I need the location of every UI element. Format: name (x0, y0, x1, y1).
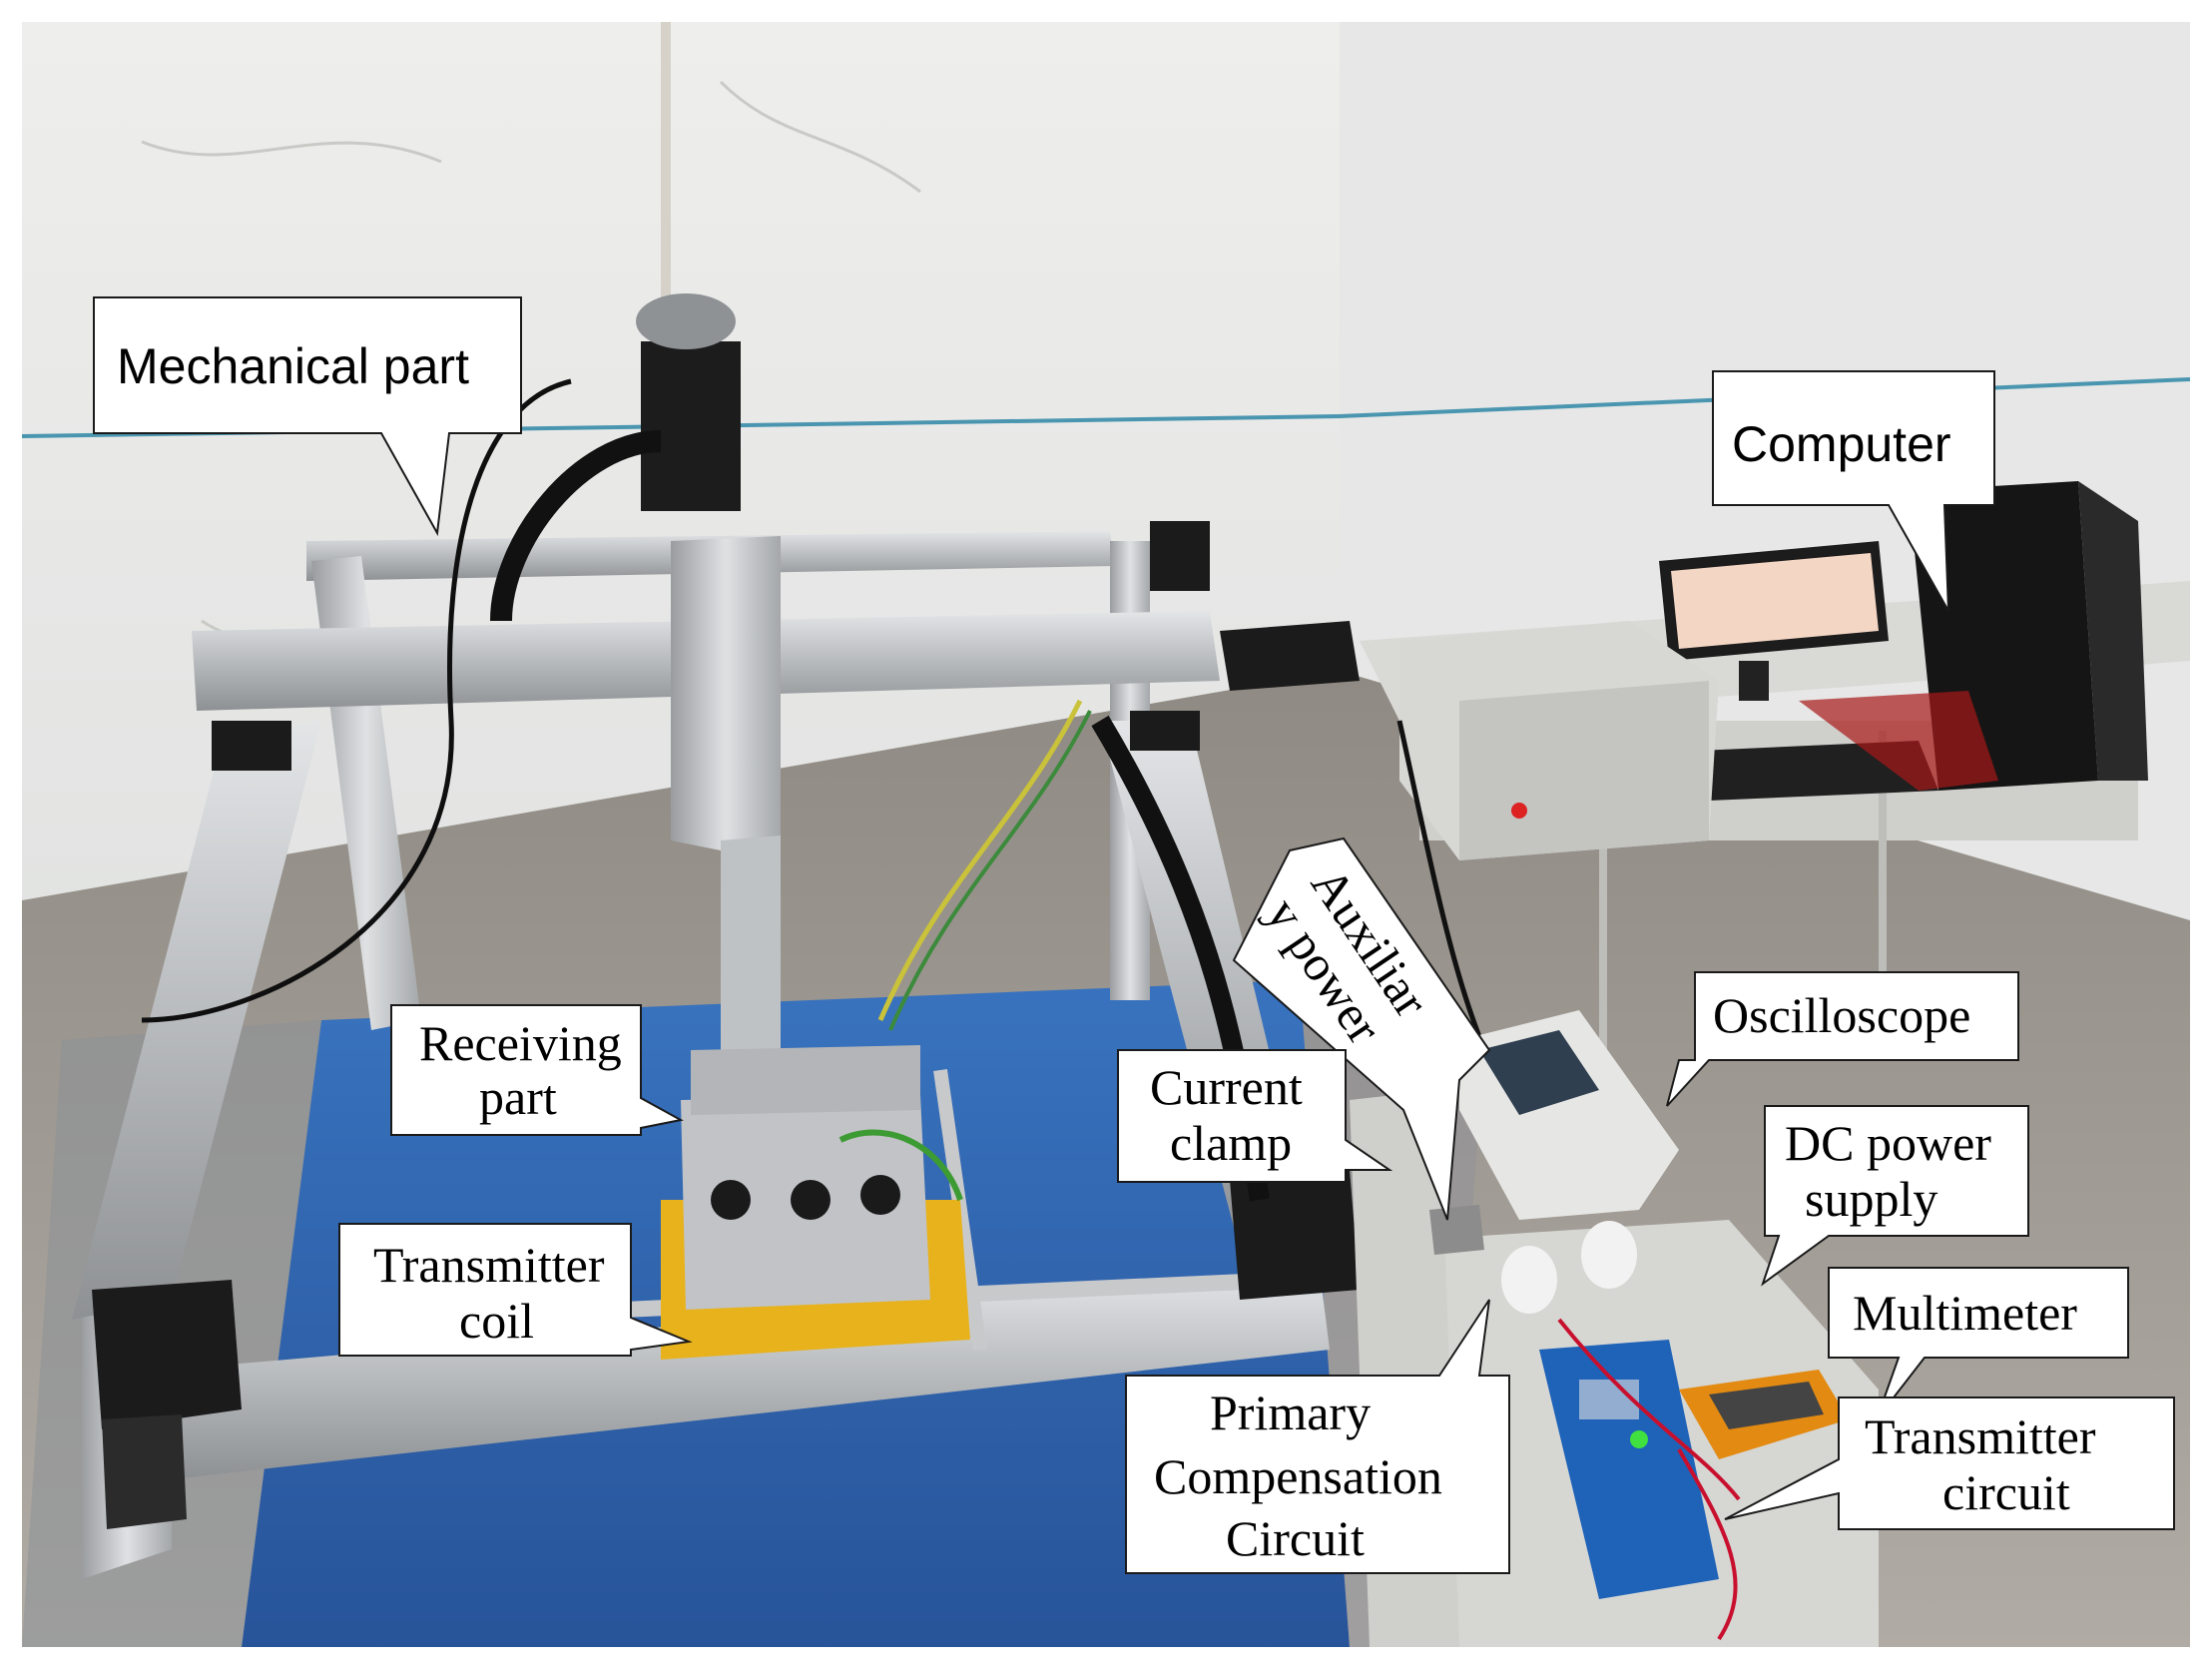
vertical-axis (636, 293, 781, 1120)
callout-multimeter: Multimeter (1828, 1267, 2129, 1420)
callout-transmitter-circuit: Transmitter circuit (1724, 1396, 2175, 1530)
label-primary-comp-line2: Compensation (1154, 1448, 1442, 1504)
auxiliary-power (1429, 1205, 1484, 1255)
computer-monitor (1659, 541, 1889, 701)
current-clamps (1501, 1221, 1637, 1314)
label-mechanical-part: Mechanical part (117, 338, 469, 394)
red-probe-wires (1557, 1318, 1741, 1641)
oscilloscope (1459, 1010, 1679, 1220)
callout-mechanical-part: Mechanical part (93, 296, 522, 537)
lab-photo: Mechanical part Computer Auxiliar y powe… (22, 22, 2190, 1647)
callout-computer: Computer (1712, 370, 1995, 612)
label-oscilloscope: Oscilloscope (1713, 987, 1970, 1043)
label-dc-power-line2: supply (1805, 1171, 1937, 1227)
coil-assembly (661, 1045, 970, 1360)
label-receiving-part-line2: part (479, 1069, 557, 1125)
multimeter (1679, 1370, 1849, 1459)
callout-receiving-part: Receiving part (390, 1004, 684, 1136)
label-transmitter-circuit-line1: Transmitter (1865, 1408, 2096, 1464)
callout-current-clamp: Current clamp (1117, 1049, 1393, 1183)
label-transmitter-coil-line1: Transmitter (373, 1237, 605, 1293)
label-transmitter-coil-line2: coil (459, 1293, 534, 1349)
callout-transmitter-coil: Transmitter coil (338, 1223, 693, 1357)
transmitter-pcb (1539, 1340, 1719, 1599)
label-computer: Computer (1732, 416, 1951, 472)
label-multimeter: Multimeter (1853, 1285, 2077, 1341)
callout-oscilloscope: Oscilloscope (1666, 971, 2019, 1107)
label-dc-power-line1: DC power (1785, 1115, 1991, 1171)
label-primary-comp-line1: Primary (1210, 1385, 1371, 1440)
callout-primary-compensation-circuit: Primary Compensation Circuit (1125, 1299, 1510, 1574)
controller-box (1399, 621, 1719, 860)
stepper-motors (92, 521, 1360, 1529)
callout-dc-power-supply: DC power supply (1761, 1105, 2029, 1287)
label-receiving-part-line1: Receiving (419, 1015, 622, 1071)
label-primary-comp-line3: Circuit (1226, 1510, 1365, 1566)
label-transmitter-circuit-line2: circuit (1942, 1464, 2070, 1520)
keyboard (1699, 691, 1998, 801)
label-current-clamp-line1: Current (1150, 1059, 1303, 1115)
label-current-clamp-line2: clamp (1170, 1115, 1292, 1171)
